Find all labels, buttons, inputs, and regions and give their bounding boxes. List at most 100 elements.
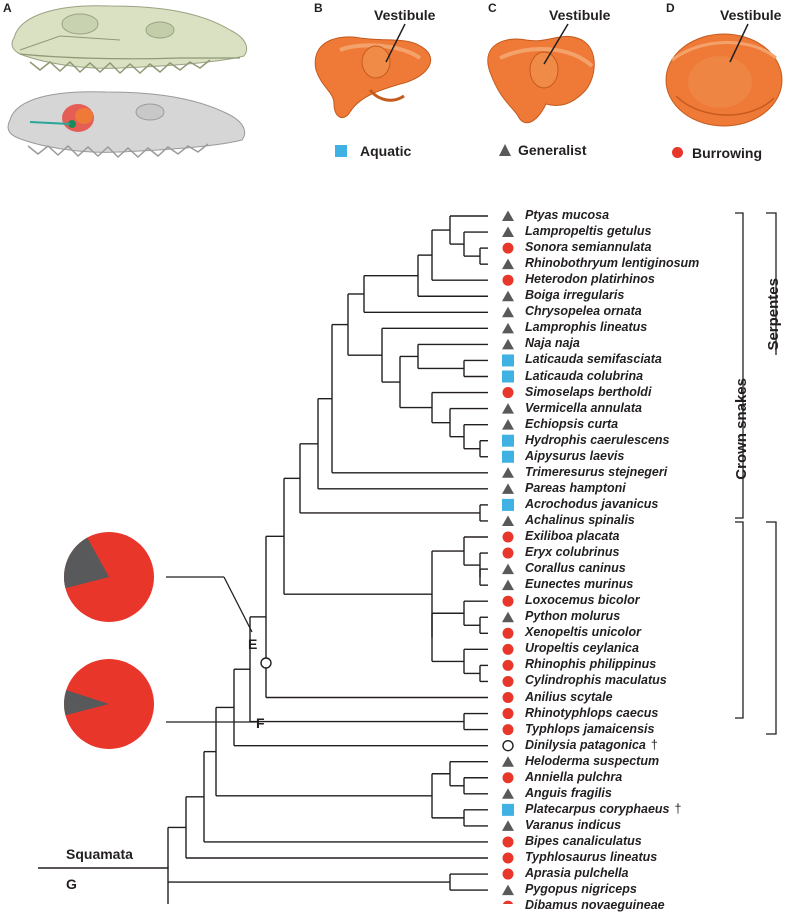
crown-snakes-label: Crown snakes	[733, 378, 750, 480]
taxon-label: Typhlops jamaicensis	[525, 722, 654, 736]
vestibule-pointer-d	[729, 23, 749, 63]
generalist-triangle-icon	[502, 419, 514, 430]
generalist-triangle-icon	[502, 579, 514, 591]
burrowing-circle-icon	[502, 852, 514, 864]
taxon-label: Simoselaps bertholdi	[525, 385, 651, 399]
burrowing-circle-icon	[502, 675, 514, 687]
taxon-name: Laticauda semifasciata	[525, 352, 662, 367]
taxon-label: Acrochodus javanicus	[525, 497, 658, 511]
taxon-label: Eryx colubrinus	[525, 545, 619, 559]
taxon-label: Sonora semiannulata	[525, 240, 651, 254]
taxon-label: Pygopus nigriceps	[525, 882, 637, 896]
burrowing-circle-icon	[502, 868, 514, 880]
vestibule-pointer-b	[385, 23, 406, 63]
panel-label-a: A	[3, 1, 12, 15]
burrowing-circle-icon	[502, 387, 514, 399]
taxon-name: Xenopeltis unicolor	[525, 625, 641, 640]
taxon-label: Pareas hamptoni	[525, 481, 626, 495]
taxon-label: Achalinus spinalis	[525, 513, 635, 527]
taxon-label: Dinilysia patagonica†	[525, 738, 658, 752]
aquatic-square-icon	[502, 434, 514, 447]
node-label-g: G	[66, 876, 77, 892]
burrowing-circle-icon	[502, 547, 514, 559]
legend-burrowing: Burrowing	[692, 145, 762, 161]
taxon-name: Anguis fragilis	[525, 785, 612, 800]
taxon-label: Laticauda colubrina	[525, 369, 643, 383]
aquatic-square-icon	[502, 803, 514, 816]
taxon-name: Laticauda colubrina	[525, 368, 644, 383]
taxon-name: Sonora semiannulata	[525, 240, 652, 255]
burrowing-legend-circle-icon	[672, 147, 683, 158]
generalist-triangle-icon	[502, 226, 514, 238]
taxon-label: Vermicella annulata	[525, 401, 642, 415]
taxon-label: Anniella pulchra	[525, 770, 622, 784]
panel-label-c: C	[488, 1, 497, 15]
taxon-name: Uropeltis ceylanica	[525, 641, 639, 656]
inner-ear-models	[314, 23, 783, 127]
taxon-name: Pareas hamptoni	[525, 480, 626, 495]
generalist-triangle-icon	[502, 483, 514, 494]
taxon-name: Trimeresurus stejnegeri	[525, 464, 668, 479]
generalist-triangle-icon	[502, 322, 514, 334]
taxon-name: Vermicella annulata	[525, 400, 642, 415]
taxon-label: Cylindrophis maculatus	[525, 673, 667, 687]
taxon-label: Heterodon platirhinos	[525, 272, 655, 286]
taxon-name: Boiga irregularis	[525, 288, 625, 303]
tree-branches	[167, 215, 488, 904]
node-label-e: E	[248, 636, 258, 652]
generalist-triangle-icon	[502, 258, 514, 270]
ecology-markers	[502, 210, 514, 904]
burrowing-circle-icon	[502, 643, 514, 655]
phylogenetic-tree	[38, 210, 777, 904]
burrowing-circle-icon	[502, 692, 514, 703]
taxon-name: Chrysopelea ornata	[525, 304, 642, 319]
taxon-label: Loxocemus bicolor	[525, 593, 640, 607]
taxon-label: Chrysopelea ornata	[525, 304, 642, 318]
ancestral-state-pies	[63, 532, 154, 749]
legend-aquatic: Aquatic	[360, 143, 412, 159]
taxon-label: Exiliboa placata	[525, 529, 619, 543]
taxon-name: Anniella pulchra	[525, 769, 623, 784]
taxon-label: Eunectes murinus	[525, 577, 633, 591]
taxon-name: Dibamus novaeguineae	[525, 898, 665, 912]
taxon-label: Platecarpus coryphaeus†	[525, 802, 681, 816]
taxon-name: Hydrophis caerulescens	[525, 432, 670, 447]
generalist-triangle-icon	[502, 467, 514, 478]
taxon-label: Python molurus	[525, 609, 620, 623]
taxon-name: Echiopsis curta	[525, 416, 619, 431]
taxon-name: Aprasia pulchella	[525, 866, 629, 881]
taxon-label: Dibamus novaeguineae	[525, 898, 665, 912]
taxon-name: Typhlosaurus lineatus	[525, 850, 658, 864]
generalist-triangle-icon	[502, 306, 514, 318]
taxon-label: Heloderma suspectum	[525, 754, 659, 768]
taxon-label: Hydrophis caerulescens	[525, 433, 670, 447]
generalist-legend-triangle-icon	[499, 144, 511, 156]
taxon-name: Ptyas mucosa	[525, 208, 610, 222]
vestibule-label-d: Vestibule	[720, 7, 782, 23]
taxon-name: Python molurus	[525, 609, 621, 624]
generalist-triangle-icon	[502, 403, 514, 414]
taxon-label: Bipes canaliculatus	[525, 834, 642, 848]
taxon-name: Anilius scytale	[525, 689, 613, 704]
taxon-name: Rhinophis philippinus	[525, 657, 657, 672]
aquatic-legend-square-icon	[335, 145, 347, 157]
pie-generalist-slice	[64, 537, 109, 589]
inner-ear-burrowing	[665, 33, 783, 127]
taxon-label: Rhinobothryum lentiginosum	[525, 256, 699, 270]
pie-e-connector-diag	[223, 576, 253, 633]
skull-green	[11, 5, 248, 75]
burrowing-circle-icon	[502, 772, 514, 784]
taxon-label: Uropeltis ceylanica	[525, 641, 639, 655]
vestibule-label-b: Vestibule	[374, 7, 436, 23]
generalist-triangle-icon	[502, 563, 514, 575]
generalist-triangle-icon	[502, 611, 514, 623]
node-e-marker	[260, 657, 272, 669]
taxon-name: Heterodon platirhinos	[525, 272, 655, 287]
vestibule-label-c: Vestibule	[549, 7, 611, 23]
taxon-label: Trimeresurus stejnegeri	[525, 465, 667, 479]
skull-grey-with-ear	[7, 91, 246, 159]
taxon-name: Achalinus spinalis	[525, 512, 635, 527]
taxon-label: Ptyas mucosa	[525, 208, 609, 222]
aquatic-square-icon	[502, 498, 514, 511]
generalist-triangle-icon	[502, 338, 514, 350]
